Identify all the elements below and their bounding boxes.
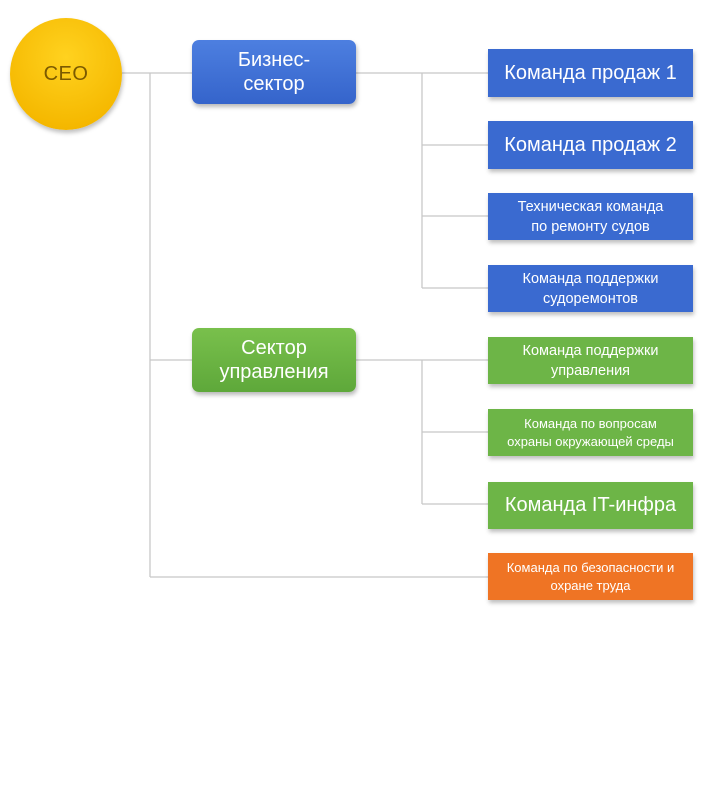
management-sector-node: Сектор управления (192, 328, 356, 392)
team-it-infra: Команда IT-инфра (488, 482, 693, 529)
team-sales-1: Команда продаж 1 (488, 49, 693, 97)
business-sector-label-line2: сектор (243, 73, 305, 95)
team-repair-support-line1: Команда поддержки (522, 270, 659, 287)
team-it-infra-label: Команда IT-инфра (504, 494, 677, 516)
team-safety-line1: Команда по безопасности и (506, 559, 675, 575)
team-management-support-line1: Команда поддержки (522, 342, 659, 359)
team-management-support-line2: управления (550, 362, 631, 379)
team-environment: Команда по вопросам охраны окружающей ср… (488, 409, 693, 456)
management-sector-label-line2: управления (219, 361, 329, 383)
team-environment-line1: Команда по вопросам (524, 415, 657, 431)
team-sales-2: Команда продаж 2 (488, 121, 693, 169)
team-ship-repair-tech-line1: Техническая команда (517, 198, 664, 215)
business-sector-label-line1: Бизнес- (237, 49, 311, 71)
business-sector-node: Бизнес- сектор (192, 40, 356, 104)
team-safety: Команда по безопасности и охране труда (488, 553, 693, 600)
team-safety-line2: охране труда (550, 577, 631, 593)
ceo-label: CEO (43, 62, 89, 85)
team-ship-repair-tech: Техническая команда по ремонту судов (488, 193, 693, 240)
ceo-node: CEO (10, 18, 122, 130)
team-environment-line2: охраны окружающей среды (507, 433, 674, 449)
team-sales-2-label: Команда продаж 2 (504, 133, 677, 156)
team-sales-1-label: Команда продаж 1 (504, 61, 677, 84)
management-sector-label-line1: Сектор (241, 337, 307, 359)
team-management-support: Команда поддержки управления (488, 337, 693, 384)
team-ship-repair-tech-line2: по ремонту судов (531, 218, 650, 235)
team-repair-support: Команда поддержки судоремонтов (488, 265, 693, 312)
team-repair-support-line2: судоремонтов (543, 290, 638, 307)
